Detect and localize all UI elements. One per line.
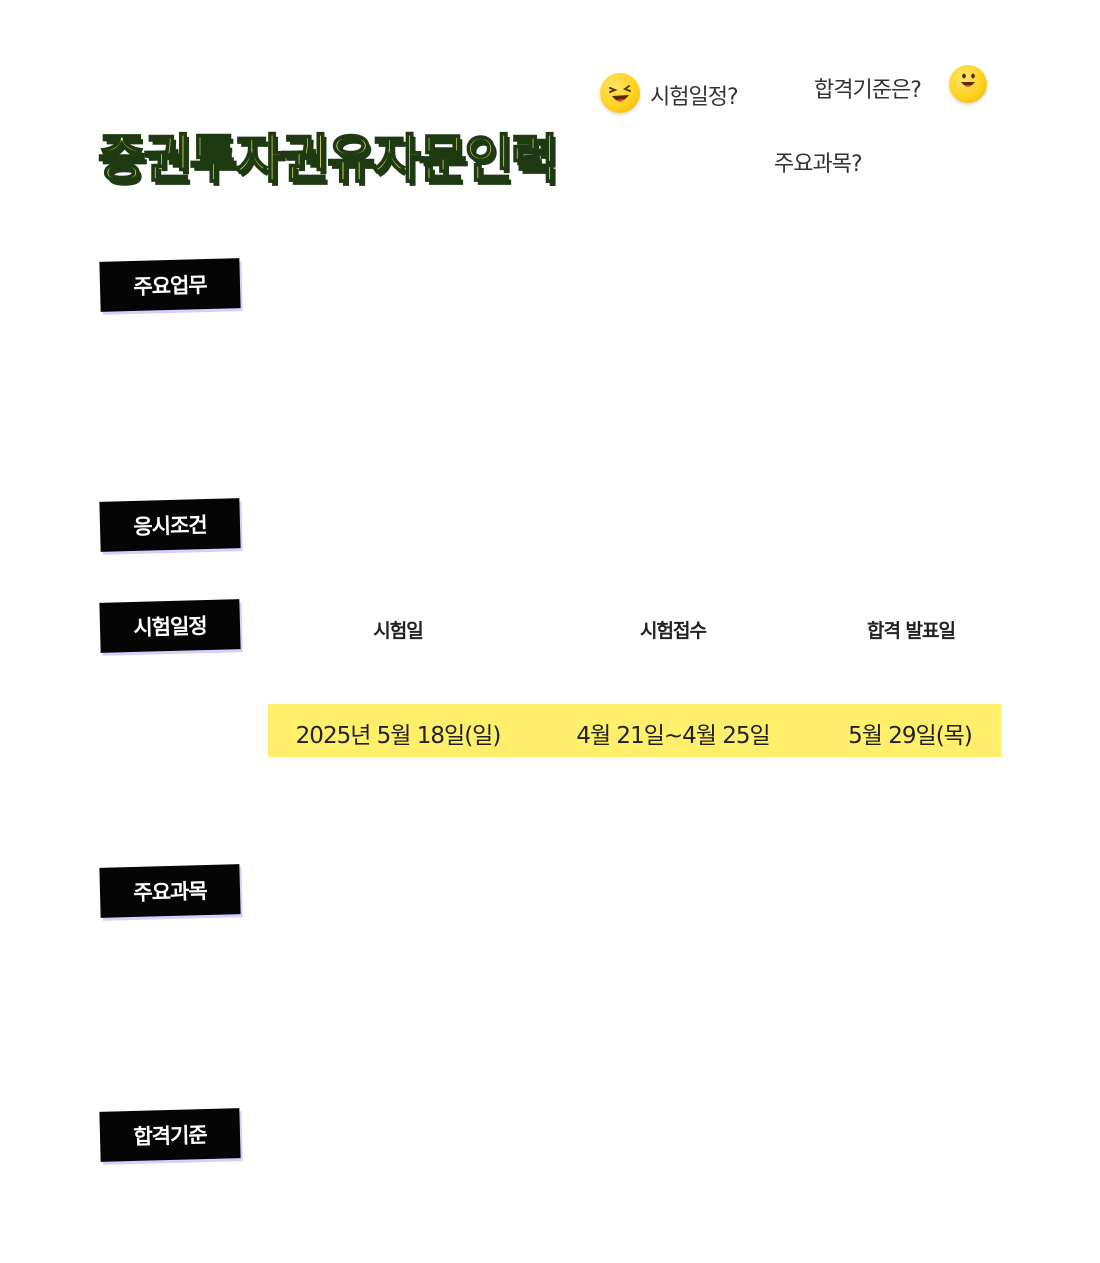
- smiling-face-icon: [949, 65, 987, 103]
- schedule-cell-announcement: 5월 29일(목): [848, 723, 973, 749]
- page-title: 증권투자권유자문인력: [97, 130, 559, 190]
- subjects-link[interactable]: 주요과목?: [774, 152, 863, 177]
- schedule-header-exam-date: 시험일: [373, 620, 423, 642]
- criteria-link[interactable]: 합격기준은?: [814, 78, 922, 103]
- schedule-link[interactable]: 시험일정?: [650, 85, 739, 110]
- laughing-face-icon: [600, 73, 640, 113]
- schedule-cell-registration: 4월 21일~4월 25일: [576, 723, 770, 749]
- section-tag-eligibility: 응시조건: [99, 498, 241, 552]
- section-tag-duties: 주요업무: [99, 258, 241, 312]
- section-tag-subjects: 주요과목: [99, 864, 241, 918]
- schedule-header-registration: 시험접수: [640, 620, 707, 642]
- schedule-cell-exam-date: 2025년 5월 18일(일): [295, 723, 502, 749]
- section-tag-criteria: 합격기준: [99, 1108, 241, 1162]
- section-tag-schedule: 시험일정: [99, 599, 241, 653]
- schedule-row: [268, 704, 1001, 757]
- schedule-header-announcement: 합격 발표일: [866, 620, 956, 642]
